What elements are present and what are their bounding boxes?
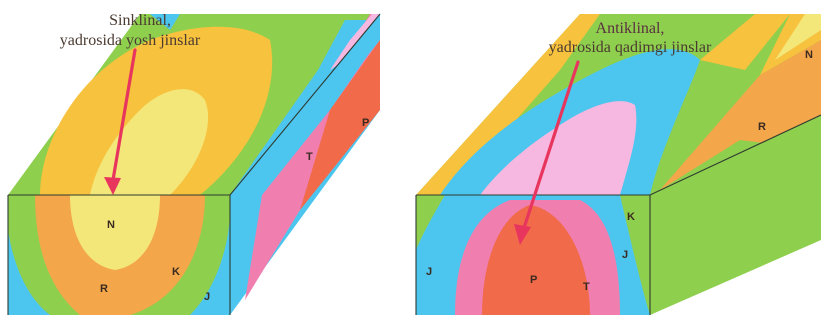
syncline-label-n: N — [107, 219, 115, 231]
anticline-front-green-left — [416, 195, 445, 250]
syncline-label-r: R — [100, 283, 108, 295]
anticline-label-k: K — [627, 211, 635, 223]
anticline-front-green-right — [620, 195, 650, 315]
syncline-label-p: P — [362, 117, 369, 129]
syncline-top-pink-strip — [330, 14, 380, 70]
anticline-arrowhead — [514, 224, 531, 245]
anticline-caption-line1: Antiklinal, — [596, 20, 665, 37]
anticline-arrow — [522, 60, 580, 230]
anticline-label-p: P — [530, 274, 537, 286]
syncline-label-t: T — [306, 151, 313, 163]
syncline-front-j-right — [190, 215, 230, 315]
anticline-label-n: N — [805, 49, 813, 61]
syncline-label-j: J — [204, 291, 210, 303]
syncline-top-n-core — [90, 89, 209, 195]
anticline-top-pink — [480, 101, 637, 195]
anticline-label-r: R — [758, 121, 766, 133]
syncline-caption-line2: yadrosida yosh jinslar — [60, 32, 201, 49]
anticline-label-t: T — [583, 281, 590, 293]
syncline-front-j — [8, 230, 50, 315]
syncline-side-p — [300, 40, 380, 210]
syncline-front-n — [70, 195, 160, 270]
syncline-block: N R K J T P Sinklinal, yadrosida yosh ji… — [7, 12, 381, 315]
anticline-label-j-left: J — [426, 266, 432, 278]
anticline-front-p — [482, 205, 590, 315]
anticline-side-face — [650, 115, 821, 315]
anticline-orange-top — [700, 14, 790, 70]
syncline-label-k: K — [172, 266, 180, 278]
anticline-block: J P T J K R N Antiklinal, yadrosida qadi… — [415, 14, 821, 315]
syncline-arrowhead — [104, 177, 121, 195]
anticline-label-j-right: J — [622, 249, 628, 261]
anticline-n-light — [775, 14, 821, 60]
syncline-arrow — [111, 48, 137, 182]
anticline-r-wedge — [660, 40, 821, 190]
anticline-caption-line2: yadrosida qadimgi jinslar — [549, 39, 712, 56]
syncline-caption-line1: Sinklinal, — [109, 12, 171, 29]
syncline-top-blue-notch — [150, 14, 180, 30]
anticline-top-yellow — [416, 14, 600, 195]
